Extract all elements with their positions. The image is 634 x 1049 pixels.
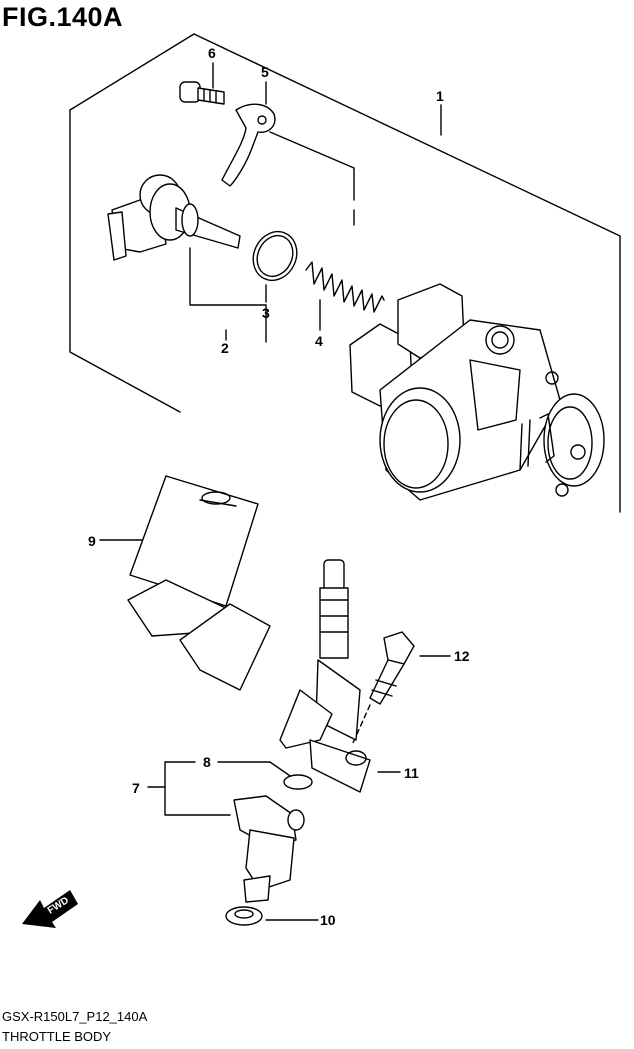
figure-title: FIG.140A [2,2,124,32]
callout-8: 8 [203,754,211,770]
part-12-bolt [369,631,415,705]
part-9-cap [127,475,271,691]
part-2-sensor [107,174,241,261]
callout-6: 6 [208,45,216,61]
callout-5: 5 [261,64,269,80]
callout-9: 9 [88,533,96,549]
part-1-throttle-body [349,283,605,501]
part-8-seal [283,774,313,790]
part-10-washer [225,906,263,926]
part-6-bolt [179,81,225,105]
part-11-holder [279,559,371,793]
callout-1: 1 [436,88,444,104]
fwd-arrow-icon: FWD [22,890,78,928]
callout-2: 2 [221,340,229,356]
callout-11: 11 [404,765,419,781]
callout-10: 10 [320,912,336,928]
callout-12: 12 [454,648,470,664]
assembly-frame-lower [69,109,181,413]
diagram-caption: THROTTLE BODY [2,1029,112,1044]
model-code: GSX-R150L7_P12_140A [2,1009,148,1024]
part-5-lever [221,103,276,187]
assembly-frame [193,33,621,513]
part-7-injector [233,795,305,903]
callout-4: 4 [315,333,323,349]
callout-3: 3 [262,305,270,321]
part-3-o-ring [252,230,298,282]
part-4-spring [305,261,385,313]
callout-7: 7 [132,780,140,796]
